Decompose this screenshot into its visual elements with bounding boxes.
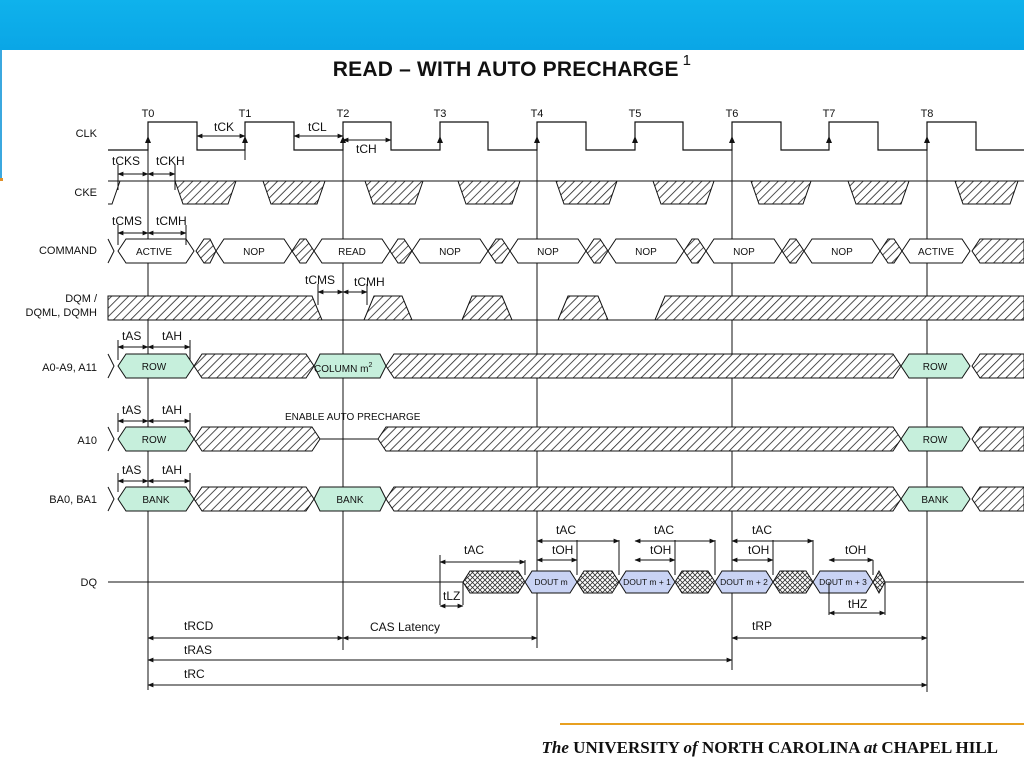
- command-nop-5: NOP: [733, 247, 755, 258]
- footer-university: The UNIVERSITY of NORTH CAROLINA at CHAP…: [542, 738, 998, 758]
- footer-state: NORTH CAROLINA: [701, 738, 860, 757]
- addr-column-text: COLUMN m: [314, 364, 368, 375]
- command-nop-6: NOP: [831, 247, 853, 258]
- command-nop-4: NOP: [635, 247, 657, 258]
- footer-of: of: [683, 738, 698, 757]
- timing-tckh: tCKH: [156, 154, 185, 168]
- command-nop-2: NOP: [439, 247, 461, 258]
- clock-label-t1: T1: [239, 108, 252, 120]
- timing-tcmh-1: tCMH: [156, 214, 187, 228]
- timing-tas-3: tAS: [122, 463, 141, 477]
- timing-tch: tCH: [356, 142, 377, 156]
- timing-tac-1: tAC: [464, 543, 484, 557]
- clock-label-t2: T2: [337, 108, 350, 120]
- dq-dout-m1: DOUT m + 1: [623, 577, 671, 587]
- timing-tcks: tCKS: [112, 154, 140, 168]
- top-banner: [0, 0, 1024, 50]
- addr-row-1: ROW: [142, 362, 167, 373]
- clock-label-t7: T7: [823, 108, 836, 120]
- timing-trc: tRC: [184, 667, 205, 681]
- timing-arrows: [117, 133, 928, 688]
- title-text: READ – WITH AUTO PRECHARGE: [332, 58, 679, 81]
- command-nop-3: NOP: [537, 247, 559, 258]
- label-dq: DQ: [81, 577, 98, 589]
- addr-column-note: 2: [368, 362, 372, 369]
- command-active-1: ACTIVE: [136, 247, 172, 258]
- addr-row-2: ROW: [923, 362, 948, 373]
- a10-row-1: ROW: [142, 435, 167, 446]
- command-nop-1: NOP: [243, 247, 265, 258]
- timing-toh-1: tOH: [552, 543, 573, 557]
- dqm-waveform: [107, 295, 1024, 321]
- command-read: READ: [338, 247, 366, 258]
- addr-column: COLUMN m2: [314, 362, 372, 375]
- footer-the: The: [541, 738, 569, 757]
- timing-toh-2: tOH: [650, 543, 671, 557]
- timing-trcd: tRCD: [184, 619, 214, 633]
- label-dqml: DQML, DQMH: [26, 307, 98, 319]
- timing-tlz: tLZ: [443, 589, 460, 603]
- timing-tac-2: tAC: [556, 523, 576, 537]
- dq-dout-m2: DOUT m + 2: [720, 577, 768, 587]
- label-dqm: DQM /: [65, 293, 98, 305]
- left-edge-accent: [0, 50, 2, 178]
- timing-trp: tRP: [752, 619, 772, 633]
- cke-waveform: [108, 180, 1024, 205]
- clock-label-t5: T5: [629, 108, 642, 120]
- label-address: A0-A9, A11: [42, 362, 97, 374]
- timing-extension-lines: [117, 143, 886, 615]
- timing-tah-2: tAH: [162, 403, 182, 417]
- dq-dout-m: DOUT m: [534, 577, 567, 587]
- clock-label-t3: T3: [434, 108, 447, 120]
- footer-university-word: UNIVERSITY: [573, 738, 680, 757]
- clock-label-t8: T8: [921, 108, 934, 120]
- clock-label-t6: T6: [726, 108, 739, 120]
- label-bank: BA0, BA1: [49, 494, 97, 506]
- timing-tah-1: tAH: [162, 329, 182, 343]
- a10-row-2: ROW: [923, 435, 948, 446]
- timing-tas-2: tAS: [122, 403, 141, 417]
- clock-label-t4: T4: [531, 108, 544, 120]
- dq-dout-m3: DOUT m + 3: [819, 577, 867, 587]
- timing-tac-3: tAC: [654, 523, 674, 537]
- timing-tah-3: tAH: [162, 463, 182, 477]
- label-a10: A10: [77, 435, 97, 447]
- bank-field-1: BANK: [142, 495, 170, 506]
- clk-waveform: [108, 121, 1024, 151]
- footer-at: at: [863, 738, 878, 757]
- footer-city: CHAPEL HILL: [881, 738, 998, 757]
- bank-field-2: BANK: [336, 495, 364, 506]
- timing-toh-4: tOH: [845, 543, 866, 557]
- command-active-2: ACTIVE: [918, 247, 954, 258]
- timing-thz: tHZ: [848, 597, 867, 611]
- title-footnote: 1: [682, 52, 692, 69]
- timing-cas-latency: CAS Latency: [370, 620, 440, 634]
- dq-row: [108, 569, 1024, 595]
- clock-label-t0: T0: [142, 108, 155, 120]
- label-command: COMMAND: [39, 245, 97, 257]
- a10-row: [107, 426, 1024, 452]
- timing-toh-3: tOH: [748, 543, 769, 557]
- address-row: [107, 353, 1024, 379]
- timing-tcl: tCL: [308, 120, 327, 134]
- bank-field-3: BANK: [921, 495, 949, 506]
- timing-tcms-2: tCMS: [305, 273, 335, 287]
- clock-reference-lines: [147, 135, 928, 692]
- label-cke: CKE: [74, 187, 97, 199]
- timing-tras: tRAS: [184, 643, 212, 657]
- label-clk: CLK: [76, 128, 98, 140]
- timing-tcmh-2: tCMH: [354, 275, 385, 289]
- timing-tac-4: tAC: [752, 523, 772, 537]
- timing-tck: tCK: [214, 120, 234, 134]
- command-row: [107, 238, 1024, 264]
- enable-auto-precharge-label: ENABLE AUTO PRECHARGE: [285, 412, 421, 423]
- timing-tas-1: tAS: [122, 329, 141, 343]
- footer-divider: [560, 723, 1024, 725]
- left-edge-mark: [0, 178, 3, 181]
- timing-tcms-1: tCMS: [112, 214, 142, 228]
- bank-row: [107, 486, 1024, 512]
